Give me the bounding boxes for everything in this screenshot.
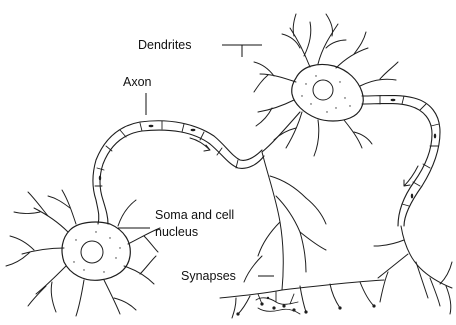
left-axon-schwann-segments [95, 121, 238, 186]
right-axon [362, 96, 440, 227]
lower-neuron [6, 190, 160, 316]
lower-nucleus [81, 241, 103, 263]
label-soma-line2: nucleus [155, 225, 198, 239]
label-synapses: Synapses [181, 269, 236, 283]
label-axon: Axon [123, 75, 152, 89]
left-axon [93, 121, 264, 200]
label-dendrites: Dendrites [138, 38, 192, 52]
upper-soma [292, 65, 364, 122]
left-axon-nuclei [99, 125, 196, 181]
right-axon-terminals [374, 226, 452, 314]
right-axon-arrow [404, 166, 418, 186]
central-branching-fibers [220, 152, 384, 318]
lower-dendrites [6, 190, 160, 316]
lower-soma-stipple [73, 231, 120, 272]
upper-neuron [254, 14, 398, 156]
upper-nucleus [313, 80, 333, 100]
upper-dendrites [254, 14, 398, 156]
label-soma-line1: Soma and cell [155, 208, 234, 222]
lower-soma [62, 222, 130, 280]
